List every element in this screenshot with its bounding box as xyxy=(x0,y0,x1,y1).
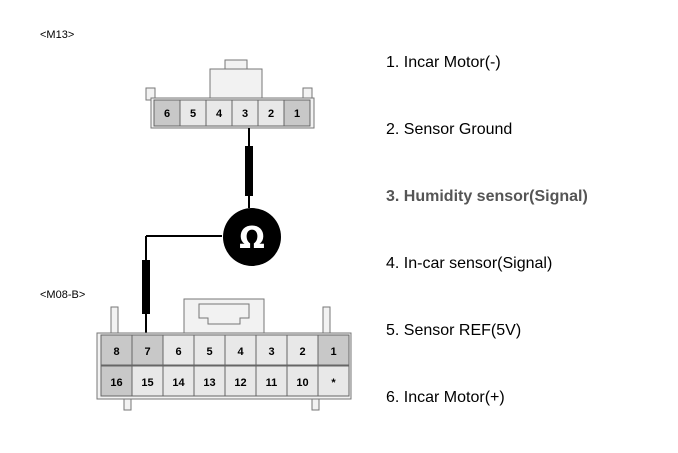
wires xyxy=(142,128,253,337)
m08b-pin-8-label: 8 xyxy=(113,346,119,358)
m08b-pin-14-label: 14 xyxy=(172,377,185,389)
m13-connector: 6 5 4 3 2 1 xyxy=(145,59,315,129)
m08b-foot-right xyxy=(311,398,320,411)
m08b-pin-11-cell xyxy=(255,365,288,397)
m08b-pin-10-cell xyxy=(286,365,319,397)
m08b-pin-5-cell xyxy=(193,334,226,366)
m08b-pin-16-cell xyxy=(100,365,133,397)
wire-probe-upper xyxy=(245,146,253,196)
m08b-post-left xyxy=(110,306,119,336)
m08b-foot-left xyxy=(123,398,132,411)
legend-item-6: 6. Incar Motor(+) xyxy=(386,389,505,406)
legend-item-2: 2. Sensor Ground xyxy=(386,121,512,138)
legend-item-1: 1. Incar Motor(-) xyxy=(386,54,501,71)
m08b-pin-2-cell xyxy=(286,334,319,366)
m08b-pin-grid: 8 7 6 5 4 3 2 1 16 15 14 13 12 11 10 * xyxy=(100,334,350,397)
legend-item-4: 4. In-car sensor(Signal) xyxy=(386,255,552,272)
m08b-pin-4-label: 4 xyxy=(237,346,244,358)
pin-legend: 1. Incar Motor(-) 2. Sensor Ground 3. Humi… xyxy=(386,54,588,406)
ohmmeter: Ω xyxy=(223,208,281,266)
m08b-pin-13-cell xyxy=(193,365,226,397)
m13-pin-2-label: 2 xyxy=(268,108,274,120)
m08b-pin-3-label: 3 xyxy=(268,346,274,358)
m08b-pin-13-label: 13 xyxy=(203,377,215,389)
m08b-pin-2-label: 2 xyxy=(299,346,305,358)
m13-pin-5-cell xyxy=(179,99,207,127)
m08b-post-right xyxy=(322,306,331,336)
m08b-pin-1-label: 1 xyxy=(330,346,336,358)
m13-pin-5-label: 5 xyxy=(190,108,196,120)
m08b-connector-label: <M08-B> xyxy=(40,289,85,301)
m13-pin-4-label: 4 xyxy=(216,108,223,120)
m13-pin-1-cell xyxy=(283,99,311,127)
m08b-pin-3-cell xyxy=(255,334,288,366)
m13-pin-3-cell xyxy=(231,99,259,127)
ohm-symbol-icon: Ω xyxy=(239,221,265,256)
m08b-pin-star-cell xyxy=(317,365,350,397)
m08b-pin-14-cell xyxy=(162,365,195,397)
m08b-pin-1-cell xyxy=(317,334,350,366)
m08b-pin-6-label: 6 xyxy=(175,346,181,358)
m08b-pin-12-label: 12 xyxy=(234,377,246,389)
legend-item-5: 5. Sensor REF(5V) xyxy=(386,322,521,339)
m08b-pin-15-cell xyxy=(131,365,164,397)
m08b-pin-15-label: 15 xyxy=(141,377,153,389)
m08b-pin-16-label: 16 xyxy=(110,377,122,389)
m13-pin-row: 6 5 4 3 2 1 xyxy=(153,99,311,127)
m13-connector-label: <M13> xyxy=(40,29,74,41)
m08b-pin-7-label: 7 xyxy=(144,346,150,358)
m13-pin-1-label: 1 xyxy=(294,108,300,120)
m08b-pin-6-cell xyxy=(162,334,195,366)
ohmmeter-circle xyxy=(223,208,281,266)
m08b-pin-10-label: 10 xyxy=(296,377,308,389)
m08b-connector: 8 7 6 5 4 3 2 1 16 15 14 13 12 11 10 * xyxy=(96,298,352,411)
m08b-latch-outline xyxy=(198,303,250,325)
m08b-pin-8-cell xyxy=(100,334,133,366)
legend-item-3: 3. Humidity sensor(Signal) xyxy=(386,188,588,205)
m13-pin-6-label: 6 xyxy=(164,108,170,120)
m08b-pin-star-label: * xyxy=(331,377,336,389)
m08b-pin-5-label: 5 xyxy=(206,346,212,358)
wire-probe-lower xyxy=(142,260,150,314)
m13-pin-3-label: 3 xyxy=(242,108,248,120)
m13-latch-body xyxy=(209,68,263,100)
m08b-pin-11-label: 11 xyxy=(266,377,278,389)
m08b-pin-12-cell xyxy=(224,365,257,397)
